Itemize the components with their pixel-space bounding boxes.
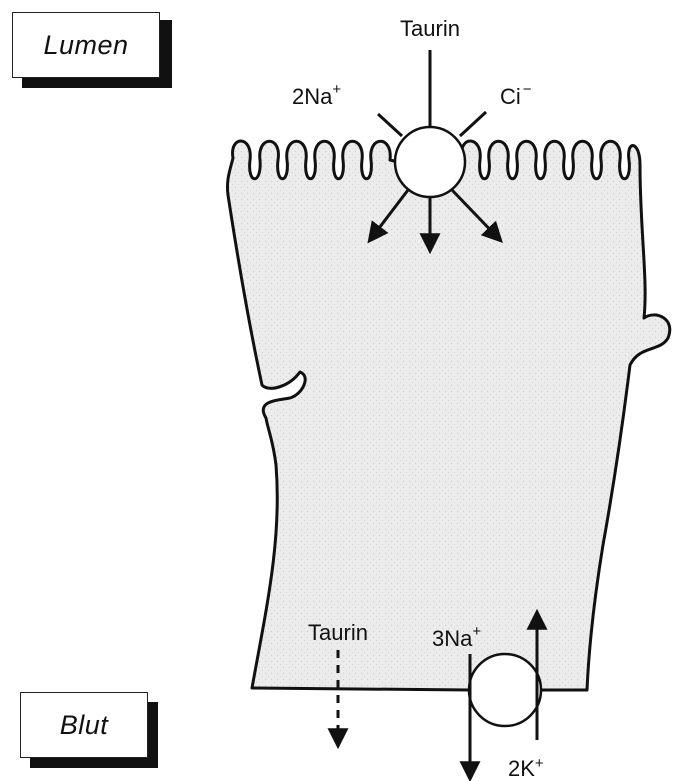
pump-potassium-label: 2K+ [508, 755, 544, 781]
apical-chloride-label: Ci− [500, 81, 532, 109]
epithelial-cell-outline [227, 141, 669, 690]
apical-cotransporter [395, 127, 465, 197]
efflux-taurin-label: Taurin [308, 620, 368, 645]
apical-sodium-label: 2Na+ [292, 81, 341, 109]
na-k-pump [469, 654, 541, 726]
apical-taurin-label: Taurin [400, 16, 460, 41]
